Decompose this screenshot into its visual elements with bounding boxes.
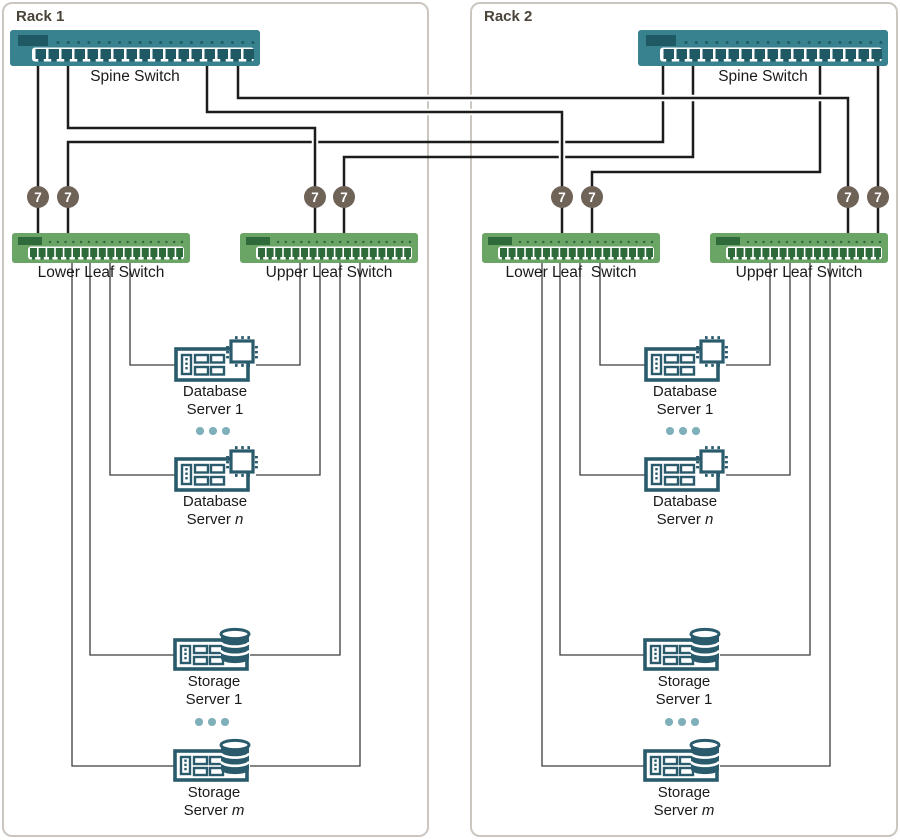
badge-r2-upper-2: 7: [867, 186, 889, 208]
r1-storage-ellipsis: [195, 718, 229, 726]
wire-r1-upper-to-storage-1: [250, 261, 341, 656]
r1-database-ellipsis: [196, 427, 230, 435]
r2-upper-leaf-label: Upper Leaf Switch: [735, 264, 863, 281]
r2-lower-leaf-switch-icon: [482, 233, 660, 263]
spine-switch-1-icon: [10, 30, 260, 66]
wire-spine2-to-r1-upper: [342, 64, 695, 235]
r2-storage-ellipsis: [665, 718, 699, 726]
badge-r2-lower-2: 7: [581, 186, 603, 208]
wire-r2-lower-to-storage-1: [559, 261, 646, 656]
spine-switch-2-label: Spine Switch: [718, 68, 808, 85]
r1-storage-server-m-icon: [173, 738, 251, 782]
spine-2-uplinks: [66, 64, 880, 235]
wire-spine1-to-r2-lower: [205, 64, 564, 235]
r1-database-server-1-icon: [174, 336, 258, 382]
r2-upper-leaf-switch-icon: [710, 233, 888, 263]
r1-storage-server-1-icon: [173, 627, 251, 671]
spine-switch-1-label: Spine Switch: [90, 68, 180, 85]
wire-r2-upper-to-db-n: [726, 261, 791, 476]
wire-spine2-to-r1-lower: [66, 64, 665, 235]
wire-r1-lower-to-storage-1: [89, 261, 176, 656]
wire-r2-upper-to-storage-1: [720, 261, 811, 656]
r2-storage-server-1-label: Storage Server 1: [655, 673, 713, 708]
wire-spine1-to-r2-upper: [236, 64, 850, 235]
r2-database-server-n-icon: [644, 446, 728, 492]
rack-1-title: Rack 1: [16, 8, 65, 25]
spine-1-uplinks: [34, 64, 852, 235]
wire-r2-lower-to-storage-m: [541, 261, 646, 767]
wire-r1-lower-to-storage-m: [71, 261, 176, 767]
r1-database-server-n-icon: [174, 446, 258, 492]
wire-r1-upper-to-db-n: [256, 261, 321, 476]
wire-r1-lower-to-db-n: [109, 261, 177, 476]
badge-r1-upper-1: 7: [304, 186, 326, 208]
r1-database-server-n-label: Database Server n: [182, 493, 248, 528]
rack-2-server-wires: [541, 261, 831, 767]
badge-r1-upper-2: 7: [333, 186, 355, 208]
r1-lower-leaf-label: Lower Leaf Switch: [37, 264, 165, 281]
wire-spine1-to-r1-upper: [66, 64, 317, 235]
r2-storage-server-1-icon: [643, 627, 721, 671]
badge-r1-lower-1: 7: [27, 186, 49, 208]
wire-r1-upper-to-db-1: [256, 261, 301, 366]
r1-storage-server-m-label: Storage Server m: [183, 784, 245, 819]
r2-lower-leaf-label: Lower Leaf Switch: [505, 264, 637, 281]
r1-database-server-1-label: Database Server 1: [182, 383, 248, 418]
r2-storage-server-m-icon: [643, 738, 721, 782]
r1-upper-leaf-switch-icon: [240, 233, 418, 263]
spine-switch-2-icon: [638, 30, 888, 66]
wire-r2-upper-to-db-1: [726, 261, 771, 366]
wire-r2-upper-to-storage-m: [720, 261, 831, 767]
r1-lower-leaf-switch-icon: [12, 233, 190, 263]
r2-database-server-n-label: Database Server n: [652, 493, 718, 528]
badge-r1-lower-2: 7: [57, 186, 79, 208]
badge-r2-upper-1: 7: [837, 186, 859, 208]
r2-database-ellipsis: [666, 427, 700, 435]
wire-r2-lower-to-db-n: [579, 261, 647, 476]
wire-r1-upper-to-storage-m: [250, 261, 361, 767]
r2-database-server-1-label: Database Server 1: [652, 383, 718, 418]
badge-r2-lower-1: 7: [551, 186, 573, 208]
r1-upper-leaf-label: Upper Leaf Switch: [265, 264, 393, 281]
wire-r2-lower-to-db-1: [599, 261, 647, 366]
r1-storage-server-1-label: Storage Server 1: [185, 673, 243, 708]
rack-2-title: Rack 2: [484, 8, 533, 25]
r2-storage-server-m-label: Storage Server m: [653, 784, 715, 819]
rack-1-server-wires: [71, 261, 361, 767]
wire-spine2-to-r2-lower: [590, 64, 822, 235]
r2-database-server-1-icon: [644, 336, 728, 382]
wire-r1-lower-to-db-1: [129, 261, 177, 366]
